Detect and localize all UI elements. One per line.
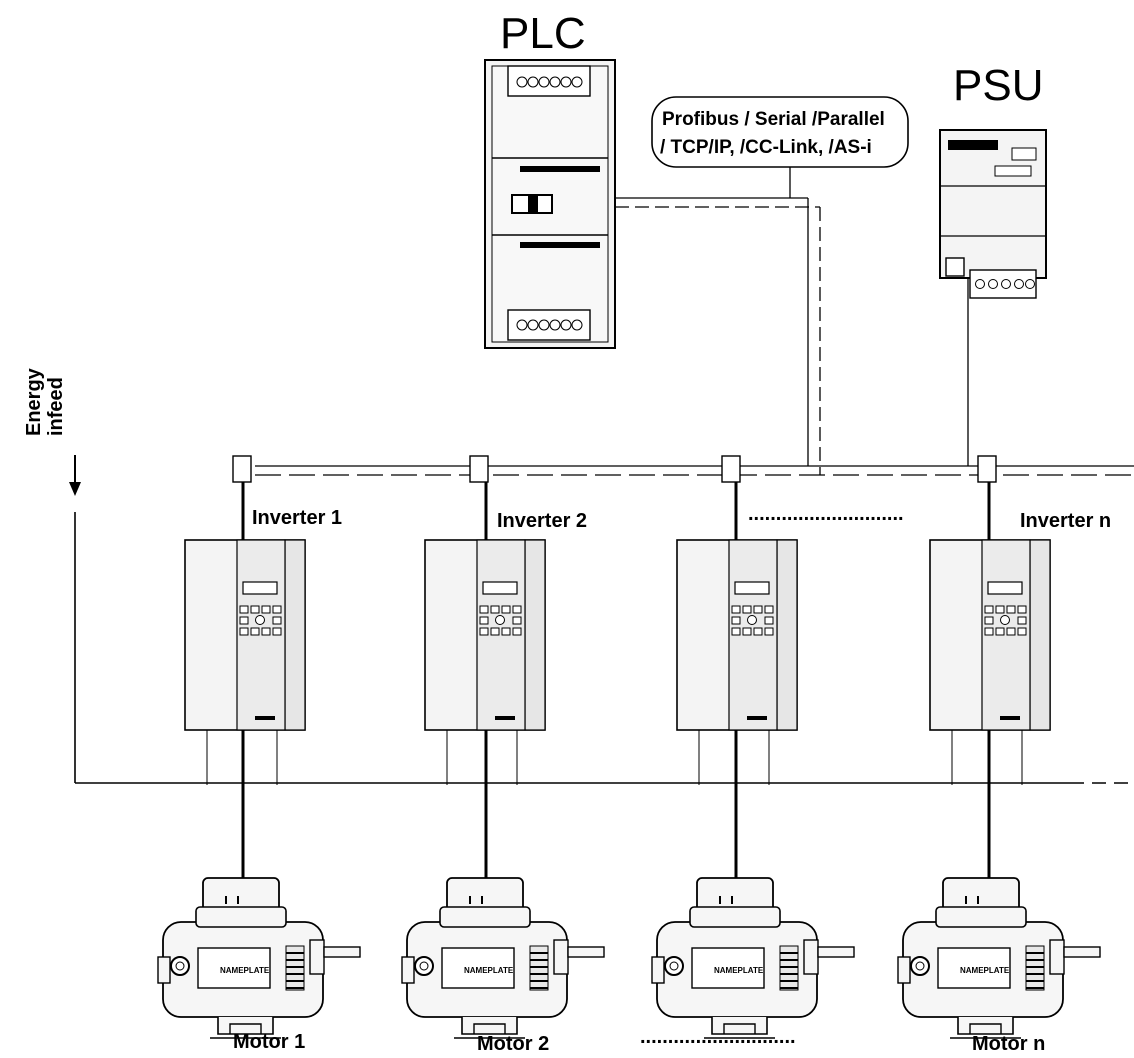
motor-ellipsis: ............................ xyxy=(640,1026,796,1048)
motor-3: NAMEPLATE xyxy=(651,877,855,1039)
motor-label-n: Motor n xyxy=(972,1033,1045,1055)
inverter-label-2: Inverter 2 xyxy=(497,510,587,532)
inverter-3 xyxy=(676,455,798,888)
bus-label-line1: Profibus / Serial /Parallel xyxy=(662,109,885,130)
inverter-1 xyxy=(184,455,306,888)
psu-title: PSU xyxy=(953,61,1043,110)
motor-1: NAMEPLATE xyxy=(157,877,361,1039)
psu-unit xyxy=(939,129,1047,299)
nameplate-label: NAMEPLATE xyxy=(714,966,764,975)
inverter-n xyxy=(929,455,1051,888)
nameplate-label: NAMEPLATE xyxy=(960,966,1010,975)
energy-label-line1: Energy xyxy=(23,367,45,436)
motor-n: NAMEPLATE xyxy=(897,877,1101,1039)
motor-label-1: Motor 1 xyxy=(233,1031,305,1053)
inverter-label-1: Inverter 1 xyxy=(252,507,342,529)
motor-label-2: Motor 2 xyxy=(477,1033,549,1055)
plc-title: PLC xyxy=(500,9,586,58)
nameplate-label: NAMEPLATE xyxy=(220,966,270,975)
bus-label-bubble: Profibus / Serial /Parallel / TCP/IP, /C… xyxy=(651,96,909,168)
inverter-2 xyxy=(424,455,546,888)
energy-label-line2: infeed xyxy=(45,377,67,436)
plc-unit xyxy=(484,59,616,349)
energy-infeed: Energy infeed xyxy=(23,367,81,783)
bus-label-line2: / TCP/IP, /CC-Link, /AS-i xyxy=(660,137,872,158)
motor-2: NAMEPLATE xyxy=(401,877,605,1039)
inverter-label-n: Inverter n xyxy=(1020,510,1111,532)
inverter-ellipsis: ............................ xyxy=(748,503,904,525)
nameplate-label: NAMEPLATE xyxy=(464,966,514,975)
